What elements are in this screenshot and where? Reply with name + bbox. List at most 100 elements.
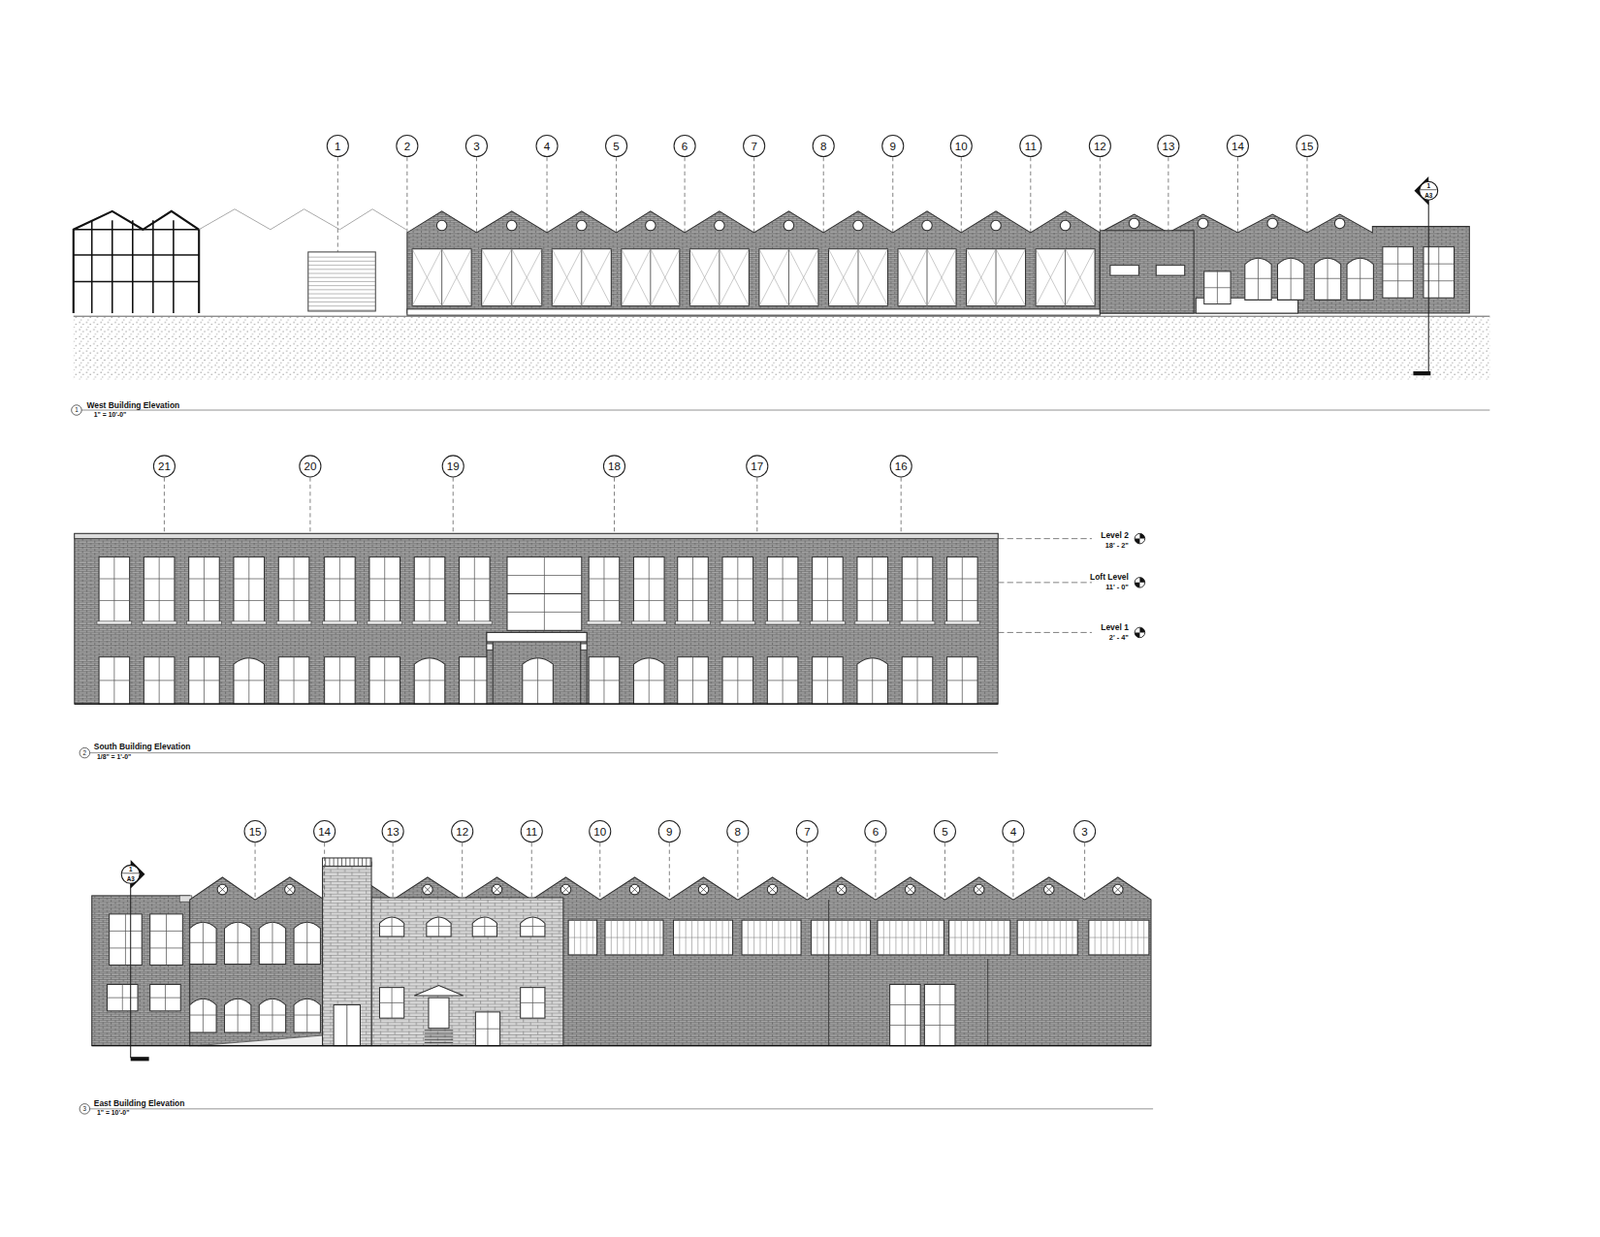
oculus-cross bbox=[837, 886, 845, 894]
sill bbox=[456, 621, 492, 625]
grid-line bbox=[960, 157, 962, 233]
grid-bubble: 16 bbox=[890, 454, 913, 478]
arched-window bbox=[258, 998, 286, 1033]
window-mullion bbox=[782, 557, 784, 623]
window-mullion bbox=[532, 917, 534, 937]
window bbox=[143, 557, 175, 623]
window bbox=[722, 557, 754, 623]
window-mullion bbox=[237, 922, 239, 964]
parapet-rail bbox=[337, 858, 339, 866]
parapet-rail bbox=[365, 858, 367, 866]
sill bbox=[675, 621, 711, 625]
greenhouse-mullion bbox=[131, 220, 134, 314]
sill bbox=[899, 621, 935, 625]
window-muntin bbox=[1017, 937, 1078, 939]
clerestory-window bbox=[673, 920, 734, 956]
window-mullion bbox=[202, 922, 204, 964]
sill bbox=[631, 621, 667, 625]
window-mullion bbox=[438, 917, 440, 937]
door-swing-lines bbox=[412, 249, 472, 307]
door-swing-lines bbox=[966, 249, 1026, 307]
window-muntin bbox=[324, 600, 356, 602]
stair-tower bbox=[322, 862, 373, 1046]
tag-marker bbox=[580, 643, 587, 650]
window-muntin bbox=[189, 578, 221, 580]
arched-window bbox=[224, 922, 252, 964]
window-muntin bbox=[722, 600, 754, 602]
storefront-window bbox=[966, 249, 1026, 307]
grid-line bbox=[669, 842, 671, 900]
window-muntin bbox=[189, 600, 221, 602]
window-mullion bbox=[441, 249, 443, 307]
oculus-window bbox=[835, 884, 847, 896]
parapet-rail bbox=[361, 858, 363, 866]
greenhouse-frame bbox=[73, 211, 199, 314]
window-muntin bbox=[1382, 263, 1414, 265]
grid-number: 3 bbox=[1081, 826, 1088, 838]
window-muntin bbox=[278, 578, 310, 580]
grid-bubble: 11 bbox=[1019, 134, 1042, 158]
window bbox=[459, 557, 491, 623]
grid-line bbox=[392, 842, 394, 900]
window-muntin bbox=[414, 679, 446, 681]
window-muntin bbox=[150, 930, 184, 932]
arched-window bbox=[293, 922, 320, 964]
window-muntin bbox=[324, 679, 356, 681]
window-mullion bbox=[927, 249, 928, 307]
sheet-ref: 1 bbox=[128, 865, 133, 872]
section-divider bbox=[122, 872, 139, 874]
ground-line bbox=[73, 316, 1491, 318]
window-muntin bbox=[633, 600, 665, 602]
window-muntin bbox=[459, 679, 491, 681]
title-underline bbox=[79, 1108, 1153, 1110]
oculus-window bbox=[1044, 884, 1056, 896]
window bbox=[924, 984, 956, 1046]
window-muntin bbox=[109, 930, 143, 932]
window-mullion bbox=[474, 557, 476, 623]
storefront-window bbox=[1035, 249, 1095, 307]
window bbox=[677, 657, 709, 704]
grid-line bbox=[1099, 157, 1101, 233]
oculus-cross bbox=[700, 886, 707, 894]
oculus-window bbox=[1059, 220, 1071, 231]
grid-bubble: 20 bbox=[298, 454, 321, 478]
grid-number: 19 bbox=[447, 460, 460, 473]
window-muntin bbox=[143, 679, 175, 681]
south-facade bbox=[74, 533, 998, 704]
window-muntin bbox=[1277, 278, 1304, 280]
grid-line bbox=[309, 477, 311, 534]
door-split bbox=[346, 1005, 348, 1047]
window-muntin bbox=[812, 600, 844, 602]
grid-bubble: 10 bbox=[950, 134, 973, 158]
tower-parapet bbox=[322, 858, 373, 866]
window-muntin bbox=[890, 1004, 922, 1006]
window-muntin bbox=[812, 578, 844, 580]
oculus-cross bbox=[768, 886, 776, 894]
window bbox=[588, 657, 620, 704]
title-underline bbox=[73, 410, 1491, 412]
grid-line bbox=[1237, 157, 1239, 233]
window bbox=[189, 557, 221, 623]
sheet-ref: A3 bbox=[127, 875, 135, 882]
window-mullion bbox=[857, 249, 859, 307]
grid-bubble: 7 bbox=[742, 134, 766, 158]
window-mullion bbox=[603, 557, 605, 623]
window-muntin bbox=[278, 679, 310, 681]
grid-number: 2 bbox=[404, 140, 411, 153]
window-muntin bbox=[459, 578, 491, 580]
window-muntin bbox=[812, 679, 844, 681]
front-block bbox=[1099, 230, 1194, 314]
window-muntin bbox=[605, 937, 664, 939]
window bbox=[278, 557, 310, 623]
grid-bubble: 6 bbox=[864, 820, 887, 843]
grid-number: 8 bbox=[735, 826, 741, 838]
window-mullion bbox=[483, 917, 485, 937]
grid-number: 12 bbox=[1093, 140, 1107, 153]
window-muntin bbox=[520, 1002, 545, 1004]
window bbox=[189, 657, 221, 704]
clerestory-window bbox=[1017, 920, 1078, 956]
window-mullion bbox=[429, 557, 431, 623]
grid-bubble: 8 bbox=[812, 134, 835, 158]
window-muntin bbox=[1382, 280, 1414, 282]
grid-number: 6 bbox=[872, 826, 879, 838]
